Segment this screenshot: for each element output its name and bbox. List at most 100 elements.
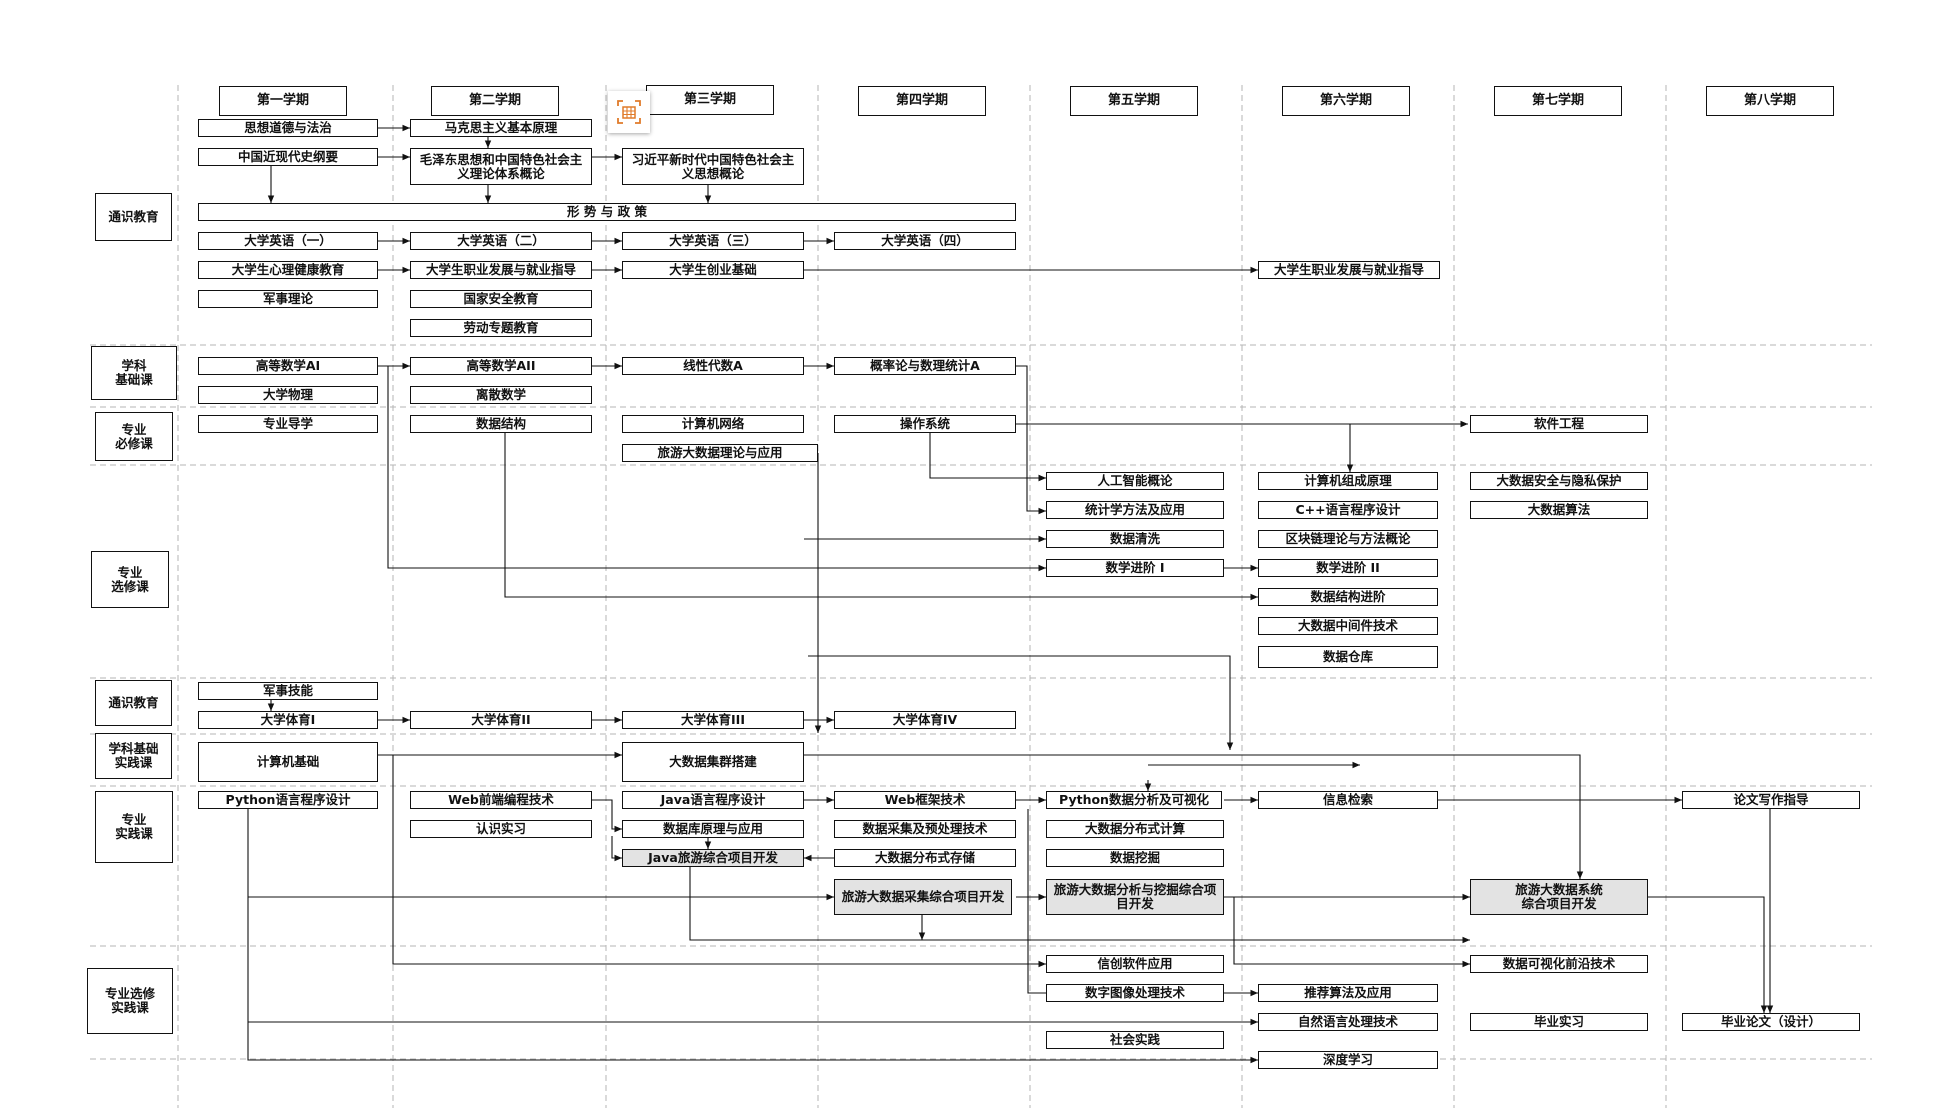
course-xinchuang-software: 信创软件应用 (1046, 955, 1224, 973)
category-elective-practice: 专业选修 实践课 (87, 968, 173, 1034)
course-english-2: 大学英语（二） (410, 232, 592, 250)
course-tourism-system-project: 旅游大数据系统 综合项目开发 (1470, 879, 1648, 915)
category-discipline-foundation: 学科 基础课 (91, 346, 177, 400)
course-data-collection: 数据采集及预处理技术 (834, 820, 1016, 838)
course-java: Java语言程序设计 (622, 791, 804, 809)
course-distributed-computing: 大数据分布式计算 (1046, 820, 1224, 838)
course-entrepreneurship: 大学生创业基础 (622, 261, 804, 279)
course-python: Python语言程序设计 (198, 791, 378, 809)
arrow-system-thesis (1648, 896, 1768, 1013)
course-pe-3: 大学体育III (622, 711, 804, 729)
course-blockchain: 区块链理论与方法概论 (1258, 530, 1438, 548)
category-major-required: 专业 必修课 (95, 412, 173, 461)
course-labor-education: 劳动专题教育 (410, 319, 592, 337)
course-web-framework: Web框架技术 (834, 791, 1016, 809)
course-software-engineering: 软件工程 (1470, 415, 1648, 433)
course-advanced-math-2: 数学进阶 II (1258, 559, 1438, 577)
course-physics: 大学物理 (198, 386, 378, 404)
table-glyph-icon (617, 100, 641, 124)
arrow-python-deeplearning (247, 809, 1258, 1064)
course-advanced-math-1: 数学进阶 I (1046, 559, 1224, 577)
course-mao-thought: 毛泽东思想和中国特色社会主 义理论体系概论 (410, 148, 592, 185)
course-social-practice: 社会实践 (1046, 1031, 1224, 1049)
course-mental-health: 大学生心理健康教育 (198, 261, 378, 279)
category-general-education: 通识教育 (95, 193, 172, 241)
semester-3-header: 第三学期 (646, 85, 774, 115)
arrow-to-visualization (1233, 897, 1470, 968)
semester-6-header: 第六学期 (1282, 86, 1410, 116)
course-info-retrieval: 信息检索 (1258, 791, 1438, 809)
course-data-mining: 数据挖掘 (1046, 849, 1224, 867)
course-image-processing: 数字图像处理技术 (1046, 984, 1224, 1002)
category-general-education-practice: 通识教育 (95, 680, 172, 726)
semester-5-header: 第五学期 (1070, 86, 1198, 116)
arrow-probability-statistics (1016, 365, 1046, 515)
course-deep-learning: 深度学习 (1258, 1051, 1438, 1069)
course-tourism-bigdata-theory: 旅游大数据理论与应用 (622, 444, 818, 462)
course-graduation-internship: 毕业实习 (1470, 1013, 1648, 1031)
arrow-to-java-project (611, 836, 622, 862)
course-career-1: 大学生职业发展与就业指导 (410, 261, 592, 279)
course-computer-network: 计算机网络 (622, 415, 804, 433)
course-tourism-mining-project: 旅游大数据分析与挖掘综合项 目开发 (1046, 879, 1224, 915)
course-calculus-a1: 高等数学AI (198, 357, 378, 375)
course-bigdata-cluster: 大数据集群搭建 (622, 742, 804, 782)
course-probability: 概率论与数理统计A (834, 357, 1016, 375)
course-database: 数据库原理与应用 (622, 820, 804, 838)
semester-7-header: 第七学期 (1494, 86, 1622, 116)
semester-8-header: 第八学期 (1706, 86, 1834, 116)
arrow-os-ai (929, 433, 1046, 482)
course-cpp: C++语言程序设计 (1258, 501, 1438, 519)
course-career-2: 大学生职业发展与就业指导 (1258, 261, 1440, 279)
course-graduation-thesis: 毕业论文（设计） (1682, 1013, 1860, 1031)
course-military-theory: 军事理论 (198, 290, 378, 308)
course-modern-history: 中国近现代史纲要 (198, 148, 378, 166)
arrow-ds-advanced-ds (504, 433, 1258, 601)
course-java-tourism-project: Java旅游综合项目开发 (622, 849, 804, 867)
category-discipline-practice: 学科基础 实践课 (95, 733, 172, 779)
course-cognitive-internship: 认识实习 (410, 820, 592, 838)
course-ethics-law: 思想道德与法治 (198, 119, 378, 137)
course-linear-algebra: 线性代数A (622, 357, 804, 375)
course-marxism: 马克思主义基本原理 (410, 119, 592, 137)
course-data-warehouse: 数据仓库 (1258, 646, 1438, 668)
course-xi-thought: 习近平新时代中国特色社会主 义思想概论 (622, 148, 804, 185)
course-ai-intro: 人工智能概论 (1046, 472, 1224, 490)
course-pe-1: 大学体育I (198, 711, 378, 729)
course-advanced-data-structure: 数据结构进阶 (1258, 588, 1438, 606)
course-recommendation: 推荐算法及应用 (1258, 984, 1438, 1002)
course-english-4: 大学英语（四） (834, 232, 1016, 250)
course-calculus-a2: 高等数学AII (410, 357, 592, 375)
course-computer-organization: 计算机组成原理 (1258, 472, 1438, 490)
line-warehouse-down (808, 655, 1234, 750)
course-bigdata-security: 大数据安全与隐私保护 (1470, 472, 1648, 490)
course-python-analysis: Python数据分析及可视化 (1046, 791, 1222, 809)
course-thesis-writing: 论文写作指导 (1682, 791, 1860, 809)
course-national-security: 国家安全教育 (410, 290, 592, 308)
screenshot-table-icon[interactable] (608, 91, 650, 133)
course-nlp: 自然语言处理技术 (1258, 1013, 1438, 1031)
course-visualization-frontier: 数据可视化前沿技术 (1470, 955, 1648, 973)
course-english-3: 大学英语（三） (622, 232, 804, 250)
course-tourism-collection-project: 旅游大数据采集综合项目开发 (834, 879, 1012, 915)
semester-4-header: 第四学期 (858, 86, 986, 116)
course-distributed-storage: 大数据分布式存储 (834, 849, 1016, 867)
course-bigdata-middleware: 大数据中间件技术 (1258, 617, 1438, 635)
course-pe-4: 大学体育IV (834, 711, 1016, 729)
course-web-frontend: Web前端编程技术 (410, 791, 592, 809)
course-english-1: 大学英语（一） (198, 232, 378, 250)
course-discrete-math: 离散数学 (410, 386, 592, 404)
course-military-skills: 军事技能 (198, 682, 378, 700)
semester-2-header: 第二学期 (431, 86, 559, 116)
course-pe-2: 大学体育II (410, 711, 592, 729)
course-computer-basics: 计算机基础 (198, 742, 378, 782)
category-major-practice: 专业 实践课 (95, 791, 173, 863)
course-statistics: 统计学方法及应用 (1046, 501, 1224, 519)
course-data-structure: 数据结构 (410, 415, 592, 433)
arrow-cluster-system (804, 754, 1584, 879)
course-data-cleaning: 数据清洗 (1046, 530, 1224, 548)
course-situation-policy: 形 势 与 政 策 (198, 203, 1016, 221)
line-javaproject-down (689, 867, 1470, 944)
